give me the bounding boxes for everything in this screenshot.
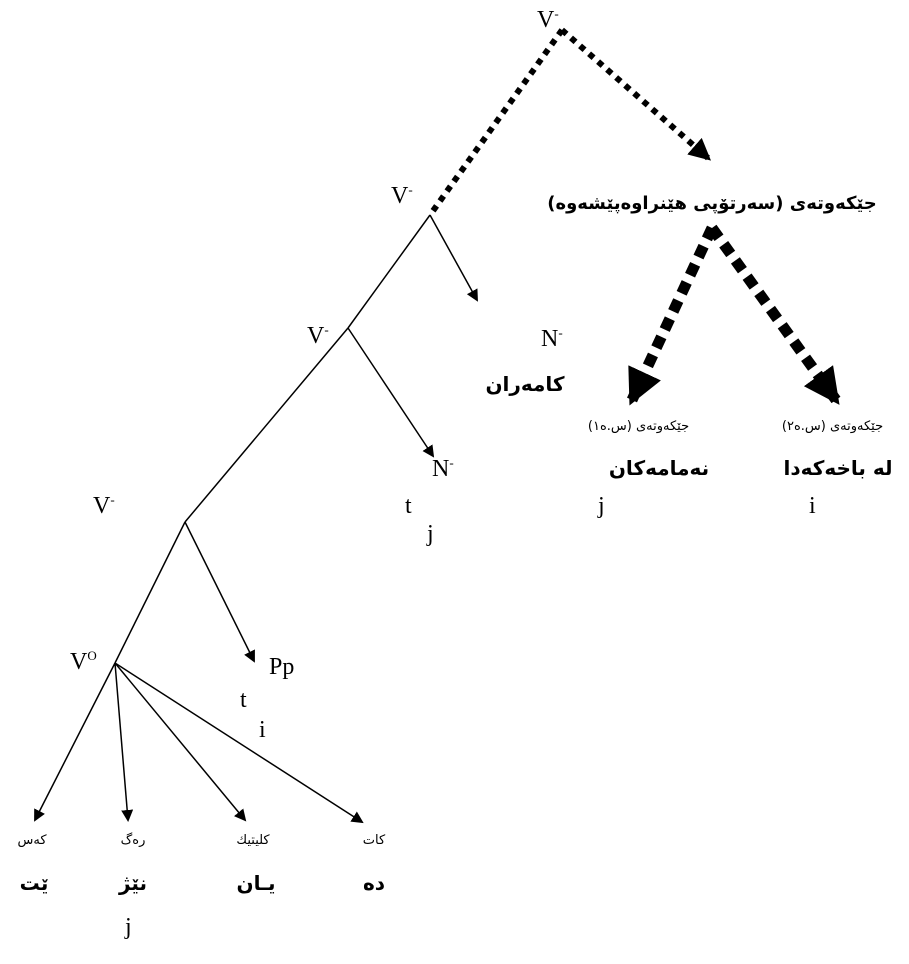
- place-trace-type-label: جێکەوتەی (س.ه۲): [781, 419, 884, 434]
- index-j-object: j: [598, 493, 605, 519]
- rag-label: رەگ: [120, 833, 146, 848]
- yt-morpheme: ێت: [19, 871, 49, 895]
- edge-v0-to-kitik: [114, 662, 247, 822]
- edge-v4-to-v0: [114, 521, 186, 664]
- nezh-morpheme: نێژ: [118, 871, 148, 895]
- edge-v2-to-n1: [429, 214, 478, 302]
- edge-top-to-fronted: [560, 27, 712, 161]
- kat-label: کات: [362, 833, 386, 848]
- trace-t-pp: t: [240, 687, 247, 713]
- bakhakada-label: لە باخەکەدا: [783, 456, 893, 480]
- edge-v0-to-rag: [114, 662, 134, 822]
- node-pp: Pp: [269, 654, 295, 680]
- node-v-bar-4: V-: [93, 492, 115, 519]
- edge-fronted-to-object: [627, 225, 717, 406]
- node-v-bar-top: V-: [537, 6, 559, 33]
- yan-morpheme: یـان: [236, 871, 276, 895]
- edge-fronted-to-place: [707, 224, 841, 405]
- edge-v4-to-pp: [184, 521, 255, 663]
- kitik-label: کلیتیك: [236, 833, 270, 848]
- trace-t-n: t: [405, 493, 412, 519]
- edge-v3-to-n2: [347, 327, 435, 458]
- edge-v0-to-kas: [34, 662, 116, 822]
- kas-label: کەس: [17, 833, 47, 848]
- kamaran-label: کامەران: [485, 372, 565, 396]
- edge-v0-to-kat: [114, 662, 364, 824]
- node-n-bar-1: N-: [541, 325, 563, 352]
- edge-top-to-v2: [427, 28, 565, 217]
- namakan-label: نەمامەکان: [608, 456, 710, 480]
- index-j-root: j: [125, 914, 132, 940]
- node-v-bar-3: V-: [307, 322, 329, 349]
- edge-v3-to-v4: [184, 327, 349, 523]
- index-i-place: i: [809, 493, 816, 519]
- node-v-zero: VO: [70, 648, 97, 675]
- node-v-bar-2: V-: [391, 182, 413, 209]
- object-trace-type-label: جێکەوتەی (س.ه۱): [587, 419, 690, 434]
- trace-j-n: j: [427, 521, 434, 547]
- edge-v2-to-v3: [347, 214, 431, 329]
- da-morpheme: دە: [362, 871, 386, 895]
- trace-i-pp: i: [259, 717, 266, 743]
- node-n-bar-2: N-: [432, 455, 454, 482]
- fronted-topic-label: جێکەوتەی (سەرتۆپی هێنراوەپێشەوە): [547, 193, 877, 214]
